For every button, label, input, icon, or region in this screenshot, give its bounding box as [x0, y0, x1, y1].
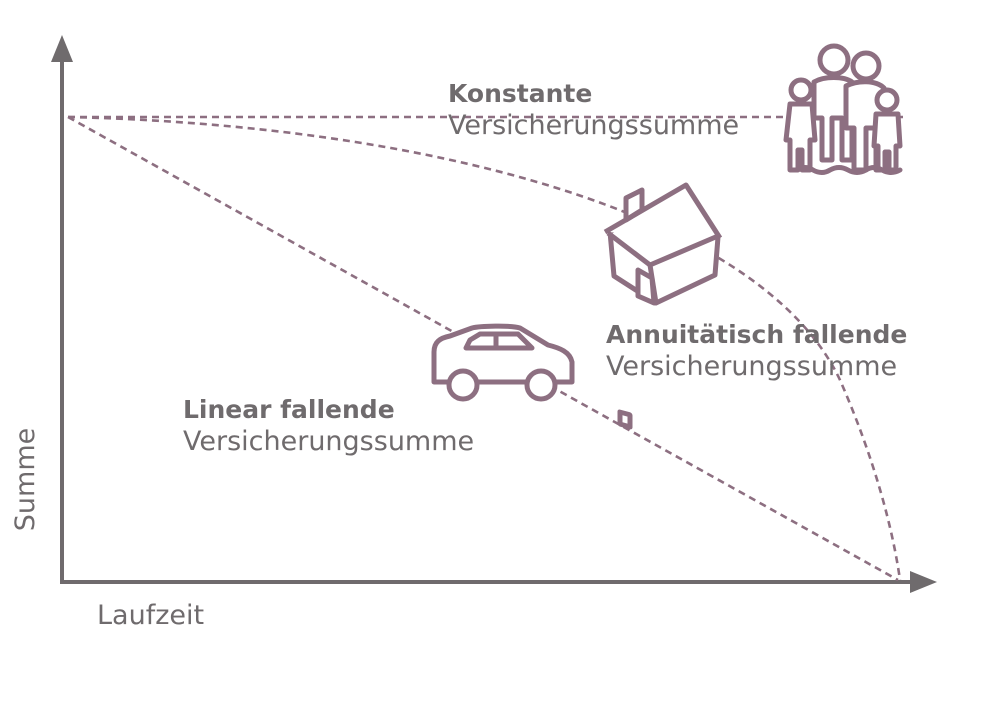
- label-annuity: Annuitätisch fallende Versicherungssumme: [606, 319, 907, 384]
- label-constant-subtitle: Versicherungssumme: [448, 110, 740, 142]
- label-annuity-title: Annuitätisch fallende: [606, 320, 908, 349]
- car-icon: [431, 323, 575, 402]
- label-constant: Konstante Versicherungssumme: [448, 78, 739, 143]
- house-icon: [603, 182, 723, 430]
- curve-annuity: [67, 115, 902, 581]
- x-axis-label: Laufzeit: [97, 600, 205, 631]
- label-linear-subtitle: Versicherungssumme: [183, 426, 475, 458]
- label-annuity-subtitle: Versicherungssumme: [606, 351, 898, 383]
- label-linear: Linear fallende Versicherungssumme: [183, 394, 474, 459]
- label-constant-title: Konstante: [448, 79, 593, 108]
- label-linear-title: Linear fallende: [183, 395, 395, 424]
- curve-linear: [67, 115, 899, 582]
- family-icon: [783, 43, 903, 175]
- y-axis-label: Summe: [10, 427, 42, 532]
- axes: [60, 58, 912, 584]
- y-axis-arrow: [51, 35, 73, 62]
- x-axis-arrow: [910, 571, 937, 593]
